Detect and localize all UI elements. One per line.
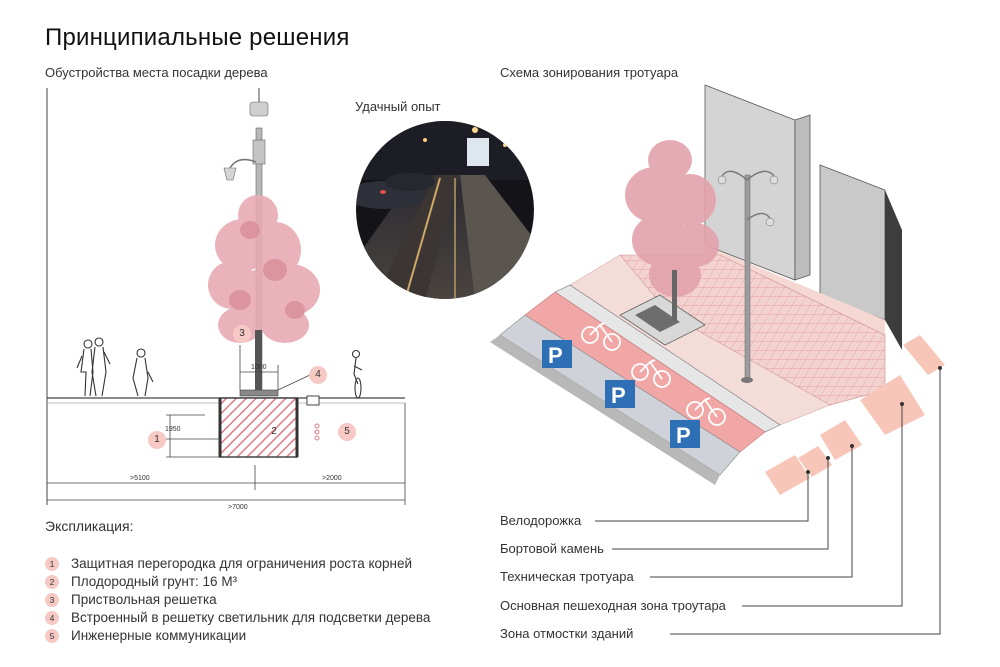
legend-text: Защитная перегородка для ограничения рос… bbox=[71, 556, 413, 571]
pedestrians-figure bbox=[76, 337, 154, 397]
section-subtitle-right: Схема зонирования тротуара bbox=[500, 65, 679, 80]
section-subtitle-left: Обустройства места посадки дерева bbox=[45, 65, 268, 80]
legend-item: 4 Встроенный в решетку светильник для по… bbox=[45, 610, 430, 625]
parking-sign-1: P bbox=[542, 340, 572, 368]
strip-curb bbox=[798, 446, 832, 477]
marker-5: 5 bbox=[338, 423, 356, 441]
zone-label-technical: Техническая тротуара bbox=[500, 569, 634, 584]
marker-4: 4 bbox=[309, 366, 327, 384]
marker-3: 3 bbox=[233, 325, 251, 343]
legend-badge: 4 bbox=[45, 610, 59, 625]
tree-trunk bbox=[255, 330, 262, 392]
strip-bike bbox=[765, 455, 810, 495]
marker-2: 2 bbox=[271, 426, 277, 437]
tree-grate bbox=[239, 389, 279, 397]
svg-text:P: P bbox=[611, 383, 626, 408]
legend-text: Встроенный в решетку светильник для подс… bbox=[71, 610, 431, 625]
zone-label-bike-lane: Велодорожка bbox=[500, 513, 582, 528]
ad-billboard bbox=[467, 138, 489, 166]
legend-text: Плодородный грунт: 16 М³ bbox=[71, 574, 238, 589]
legend-text: Инженерные коммуникации bbox=[71, 628, 247, 643]
curb bbox=[306, 395, 320, 406]
tree-section-drawing: 1950 1000 bbox=[46, 88, 406, 511]
photo-label: Удачный опыт bbox=[355, 99, 441, 114]
bike-icon-3 bbox=[686, 397, 726, 426]
legend-text: Приствольная решетка bbox=[71, 592, 217, 607]
legend-badge: 1 bbox=[45, 556, 59, 571]
soil-pit bbox=[219, 397, 298, 458]
parking-sign-3: P bbox=[670, 420, 700, 448]
legend-badge: 2 bbox=[45, 574, 59, 589]
parking-sign-2: P bbox=[605, 380, 635, 408]
svg-text:P: P bbox=[676, 423, 691, 448]
legend-item: 2 Плодородный грунт: 16 М³ bbox=[45, 574, 237, 589]
building-shadow bbox=[885, 190, 902, 350]
tree-canopy bbox=[208, 195, 320, 343]
bike-icon-1 bbox=[581, 322, 621, 351]
tree-iso bbox=[625, 140, 719, 297]
zone-label-pedestrian: Основная пешеходная зона троутара bbox=[500, 598, 726, 613]
legend-item: 3 Приствольная решетка bbox=[45, 592, 217, 607]
svg-text:P: P bbox=[548, 343, 563, 368]
legend-item: 5 Инженерные коммуникации bbox=[45, 628, 246, 643]
street-photo bbox=[356, 121, 534, 299]
sidewalk-zoning-scheme: P P P bbox=[490, 84, 945, 495]
cyclist-figure bbox=[351, 349, 363, 399]
marker-1: 1 bbox=[148, 431, 166, 449]
strip-building-margin bbox=[903, 335, 945, 375]
dim-1000: 1000 bbox=[251, 364, 267, 371]
dim-1950: 1950 bbox=[165, 426, 181, 433]
legend-item: 1 Защитная перегородка для ограничения р… bbox=[45, 556, 412, 571]
legend-heading: Экспликация: bbox=[45, 518, 134, 534]
strip-pedestrian bbox=[860, 375, 925, 435]
dim-2000: >2000 bbox=[322, 475, 342, 482]
lamp-lantern bbox=[223, 167, 237, 181]
dim-5100: >5100 bbox=[130, 475, 150, 482]
zone-label-building-margin: Зона отмостки зданий bbox=[500, 626, 634, 641]
page-title: Принципиальные решения bbox=[45, 24, 350, 51]
zone-label-curb: Бортовой камень bbox=[500, 541, 604, 556]
bike-icon-2 bbox=[631, 359, 671, 388]
legend-badge: 5 bbox=[45, 628, 59, 643]
dim-7000: >7000 bbox=[228, 504, 248, 511]
legend-badge: 3 bbox=[45, 592, 59, 607]
